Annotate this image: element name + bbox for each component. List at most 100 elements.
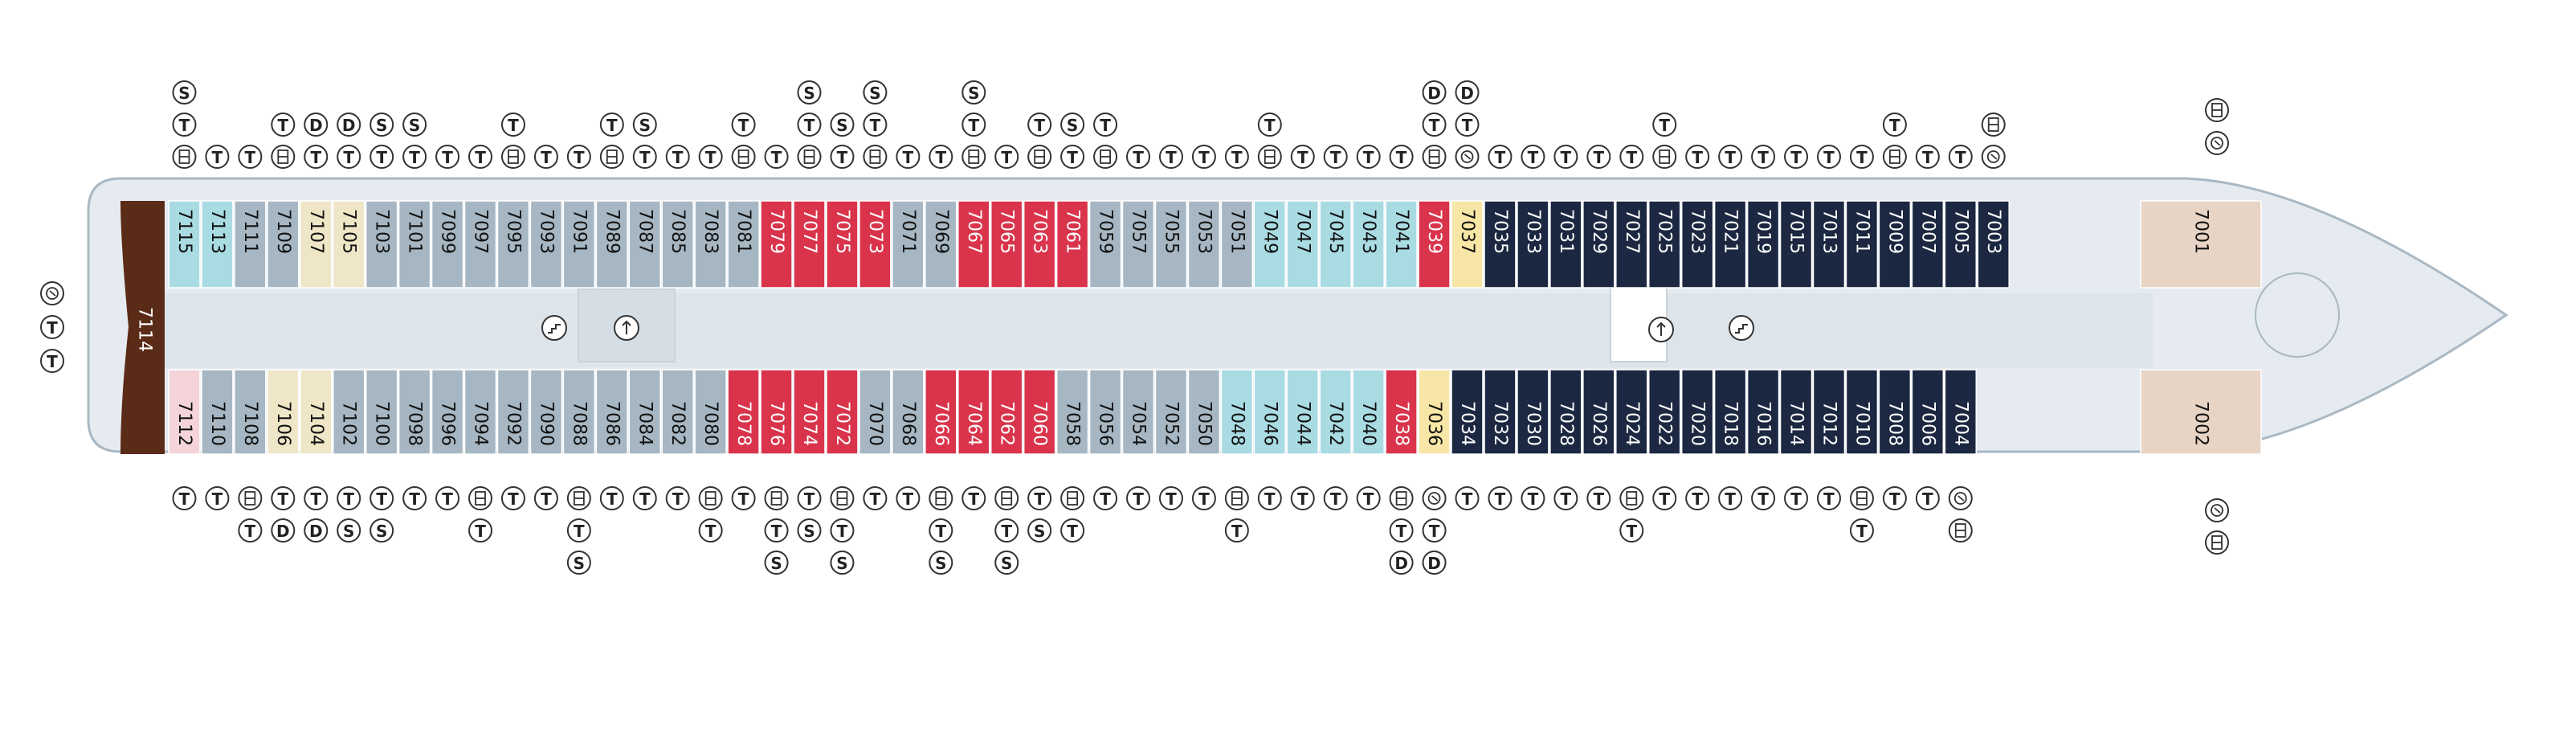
cabin-7115[interactable]: 7115 [168,200,201,289]
cabin-7086[interactable]: 7086 [595,369,629,455]
cabin-7044[interactable]: 7044 [1286,369,1320,455]
cabin-7084[interactable]: 7084 [628,369,661,455]
cabin-7075[interactable]: 7075 [826,200,859,289]
cabin-7083[interactable]: 7083 [694,200,727,289]
cabin-7097[interactable]: 7097 [463,200,497,289]
cabin-7006[interactable]: 7006 [1911,369,1945,455]
cabin-7108[interactable]: 7108 [234,369,267,455]
cabin-7104[interactable]: 7104 [300,369,333,455]
cabin-7041[interactable]: 7041 [1385,200,1418,289]
cabin-7029[interactable]: 7029 [1582,200,1615,289]
cabin-7093[interactable]: 7093 [529,200,563,289]
cabin-7051[interactable]: 7051 [1220,200,1254,289]
cabin-7112[interactable]: 7112 [168,369,201,455]
cabin-7092[interactable]: 7092 [496,369,530,455]
cabin-7043[interactable]: 7043 [1352,200,1385,289]
cabin-7027[interactable]: 7027 [1615,200,1648,289]
cabin-7081[interactable]: 7081 [727,200,760,289]
cabin-7042[interactable]: 7042 [1319,369,1352,455]
cabin-7069[interactable]: 7069 [925,200,957,289]
cabin-7053[interactable]: 7053 [1187,200,1221,289]
cabin-7080[interactable]: 7080 [694,369,727,455]
cabin-7105[interactable]: 7105 [333,200,365,289]
cabin-7018[interactable]: 7018 [1713,369,1747,455]
cabin-7110[interactable]: 7110 [201,369,234,455]
cabin-7063[interactable]: 7063 [1023,200,1056,289]
cabin-7008[interactable]: 7008 [1878,369,1912,455]
cabin-7045[interactable]: 7045 [1319,200,1352,289]
cabin-7021[interactable]: 7021 [1713,200,1747,289]
cabin-7089[interactable]: 7089 [595,200,629,289]
cabin-7052[interactable]: 7052 [1154,369,1188,455]
cabin-7010[interactable]: 7010 [1845,369,1879,455]
cabin-7001[interactable]: 7001 [2140,200,2262,289]
cabin-7033[interactable]: 7033 [1517,200,1549,289]
cabin-7012[interactable]: 7012 [1812,369,1846,455]
cabin-7067[interactable]: 7067 [957,200,990,289]
cabin-7004[interactable]: 7004 [1944,369,1978,455]
cabin-7005[interactable]: 7005 [1944,200,1978,289]
cabin-7048[interactable]: 7048 [1220,369,1254,455]
cabin-7098[interactable]: 7098 [398,369,431,455]
cabin-7091[interactable]: 7091 [562,200,596,289]
cabin-7062[interactable]: 7062 [990,369,1023,455]
cabin-7088[interactable]: 7088 [562,369,596,455]
cabin-7019[interactable]: 7019 [1746,200,1780,289]
cabin-7064[interactable]: 7064 [957,369,990,455]
cabin-7054[interactable]: 7054 [1121,369,1155,455]
cabin-7060[interactable]: 7060 [1023,369,1056,455]
cabin-7090[interactable]: 7090 [529,369,563,455]
cabin-7015[interactable]: 7015 [1779,200,1813,289]
cabin-7024[interactable]: 7024 [1615,369,1648,455]
cabin-7103[interactable]: 7103 [365,200,398,289]
cabin-7106[interactable]: 7106 [267,369,300,455]
cabin-7055[interactable]: 7055 [1154,200,1188,289]
cabin-7107[interactable]: 7107 [300,200,333,289]
cabin-7059[interactable]: 7059 [1088,200,1122,289]
cabin-7070[interactable]: 7070 [859,369,892,455]
cabin-7073[interactable]: 7073 [859,200,892,289]
cabin-7034[interactable]: 7034 [1451,369,1484,455]
cabin-7065[interactable]: 7065 [990,200,1023,289]
cabin-7016[interactable]: 7016 [1746,369,1780,455]
cabin-7101[interactable]: 7101 [398,200,431,289]
cabin-7025[interactable]: 7025 [1648,200,1681,289]
cabin-7071[interactable]: 7071 [892,200,925,289]
cabin-7068[interactable]: 7068 [892,369,925,455]
cabin-7074[interactable]: 7074 [793,369,826,455]
cabin-7022[interactable]: 7022 [1648,369,1681,455]
cabin-7031[interactable]: 7031 [1549,200,1582,289]
cabin-7058[interactable]: 7058 [1055,369,1089,455]
cabin-7100[interactable]: 7100 [365,369,398,455]
cabin-7023[interactable]: 7023 [1680,200,1714,289]
cabin-7085[interactable]: 7085 [661,200,694,289]
cabin-7066[interactable]: 7066 [925,369,957,455]
cabin-7040[interactable]: 7040 [1352,369,1385,455]
cabin-7078[interactable]: 7078 [727,369,760,455]
cabin-7032[interactable]: 7032 [1484,369,1517,455]
cabin-7096[interactable]: 7096 [431,369,464,455]
cabin-7003[interactable]: 7003 [1977,200,2010,289]
cabin-7035[interactable]: 7035 [1484,200,1517,289]
cabin-7007[interactable]: 7007 [1911,200,1945,289]
cabin-7011[interactable]: 7011 [1845,200,1879,289]
cabin-7046[interactable]: 7046 [1253,369,1287,455]
cabin-7109[interactable]: 7109 [267,200,300,289]
cabin-7079[interactable]: 7079 [760,200,793,289]
cabin-7036[interactable]: 7036 [1418,369,1451,455]
cabin-7014[interactable]: 7014 [1779,369,1813,455]
cabin-7113[interactable]: 7113 [201,200,234,289]
cabin-7057[interactable]: 7057 [1121,200,1155,289]
cabin-7061[interactable]: 7061 [1055,200,1089,289]
cabin-7095[interactable]: 7095 [496,200,530,289]
cabin-7077[interactable]: 7077 [793,200,826,289]
cabin-7072[interactable]: 7072 [826,369,859,455]
cabin-7099[interactable]: 7099 [431,200,464,289]
cabin-7037[interactable]: 7037 [1451,200,1484,289]
cabin-7111[interactable]: 7111 [234,200,267,289]
cabin-7028[interactable]: 7028 [1549,369,1582,455]
cabin-7087[interactable]: 7087 [628,200,661,289]
cabin-7056[interactable]: 7056 [1088,369,1122,455]
cabin-7049[interactable]: 7049 [1253,200,1287,289]
cabin-7026[interactable]: 7026 [1582,369,1615,455]
